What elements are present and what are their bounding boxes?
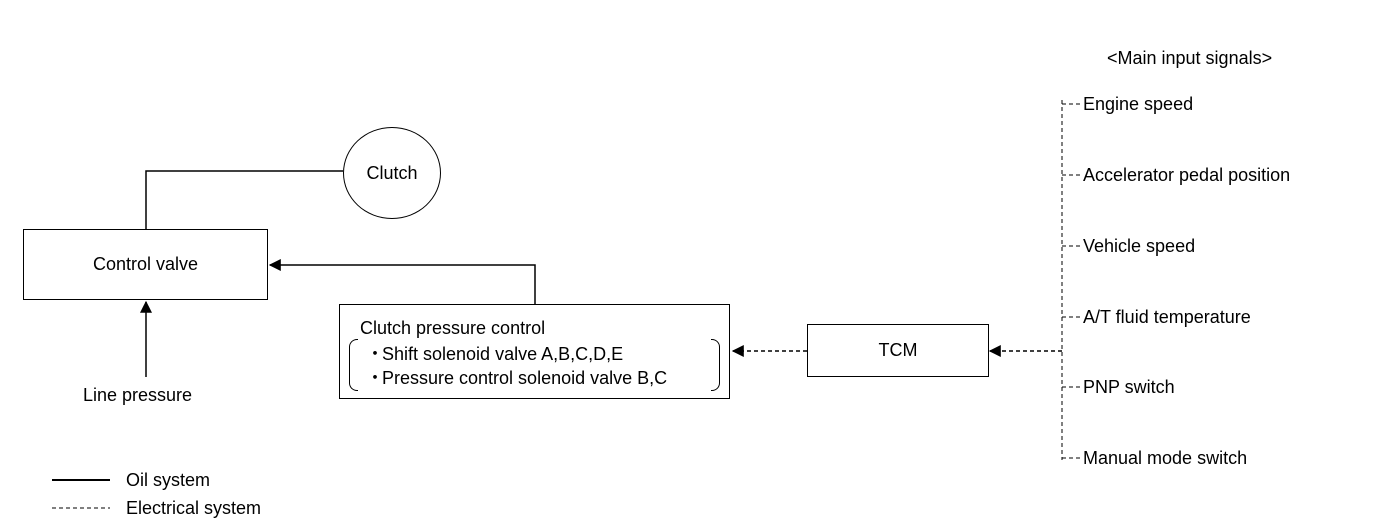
tcm-box: TCM — [807, 324, 989, 377]
clutch-label: Clutch — [366, 162, 418, 183]
bullet-mark: ・ — [366, 344, 384, 364]
cp-item-shift-solenoid: ・Shift solenoid valve A,B,C,D,E — [366, 343, 623, 365]
cp-item-text: Shift solenoid valve A,B,C,D,E — [382, 344, 624, 364]
signal-at-fluid-temperature: A/T fluid temperature — [1083, 307, 1251, 327]
signal-accelerator-pedal-position: Accelerator pedal position — [1083, 165, 1291, 185]
clutch-pressure-control-box: Clutch pressure control ・Shift solenoid … — [339, 304, 730, 399]
cp-item-pressure-control-solenoid: ・Pressure control solenoid valve B,C — [366, 367, 667, 389]
bullet-mark: ・ — [366, 368, 384, 388]
clutch-node: Clutch — [343, 127, 441, 219]
signal-vehicle-speed: Vehicle speed — [1083, 236, 1196, 256]
legend-electrical-label: Electrical system — [126, 498, 262, 518]
cp-item-text: Pressure control solenoid valve B,C — [382, 368, 668, 388]
right-bracket — [711, 339, 720, 391]
main-input-signals-title: <Main input signals> — [1107, 48, 1273, 68]
line-pressure-label: Line pressure — [83, 385, 193, 405]
control-valve-box: Control valve — [23, 229, 268, 300]
signal-manual-mode-switch: Manual mode switch — [1083, 448, 1248, 468]
oil-arrow-cp-to-valve — [268, 259, 536, 304]
control-valve-label: Control valve — [92, 254, 199, 274]
signal-pnp-switch: PNP switch — [1083, 377, 1175, 397]
legend-oil-label: Oil system — [126, 470, 211, 490]
signal-engine-speed: Engine speed — [1083, 94, 1194, 114]
oil-line-valve-to-clutch — [145, 170, 343, 229]
tcm-label: TCM — [878, 340, 918, 360]
clutch-pressure-control-title: Clutch pressure control — [360, 318, 546, 338]
left-bracket — [349, 339, 358, 391]
